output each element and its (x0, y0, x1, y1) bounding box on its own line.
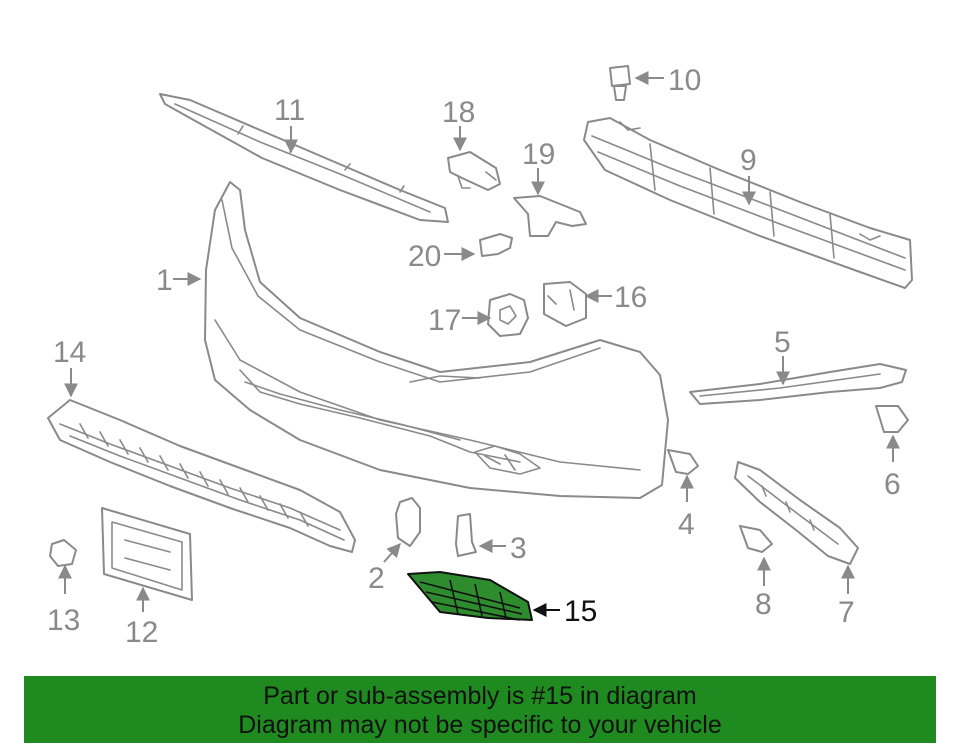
callout-1: 1 (156, 264, 173, 297)
callout-12: 12 (125, 616, 158, 649)
callout-9: 9 (740, 144, 757, 177)
part-18-sensor (447, 151, 501, 191)
part-4-screw (667, 449, 699, 475)
part-8-screw (739, 525, 773, 553)
part-13-screw (49, 539, 77, 567)
part-7-side-spacer (734, 461, 859, 565)
callout-2: 2 (368, 562, 385, 595)
callout-17: 17 (428, 304, 461, 337)
part-12-license-bracket (101, 507, 193, 601)
callout-5: 5 (774, 326, 791, 359)
callout-3: 3 (510, 532, 527, 565)
part-3-bolt (455, 513, 477, 557)
callout-16: 16 (614, 281, 647, 314)
callout-19: 19 (522, 138, 555, 171)
callout-8: 8 (755, 588, 772, 621)
part-14-lower-grille (47, 399, 356, 553)
part-16-sensor (543, 281, 587, 327)
banner-part-line: Part or sub-assembly is #15 in diagram (263, 682, 697, 710)
part-15-garnish-highlighted (407, 571, 533, 621)
callout-4: 4 (678, 508, 695, 541)
part-10-bolt (609, 65, 631, 101)
part-5-side-bracket (689, 363, 907, 405)
part-17-sensor-retainer (487, 293, 529, 337)
callout-11: 11 (274, 94, 305, 127)
part-20-clip (479, 233, 513, 257)
leader-lines (58, 71, 900, 617)
callout-10: 10 (668, 64, 701, 97)
callout-7: 7 (838, 596, 855, 629)
callout-15: 15 (564, 595, 597, 628)
part-2-fastener (395, 497, 421, 547)
callout-6: 6 (884, 468, 901, 501)
callout-20: 20 (408, 240, 441, 273)
banner-disclaimer-line: Diagram may not be specific to your vehi… (238, 711, 722, 739)
part-19-bracket (513, 195, 587, 237)
part-6-clip (875, 405, 909, 433)
info-banner: Part or sub-assembly is #15 in diagram D… (24, 676, 936, 743)
callout-13: 13 (47, 604, 80, 637)
callout-labels: 10 11 18 19 9 20 1 16 17 5 14 6 4 3 2 13… (47, 64, 901, 649)
part-1-bumper-cover (204, 181, 669, 499)
callout-14: 14 (53, 336, 86, 369)
callout-18: 18 (442, 96, 475, 129)
